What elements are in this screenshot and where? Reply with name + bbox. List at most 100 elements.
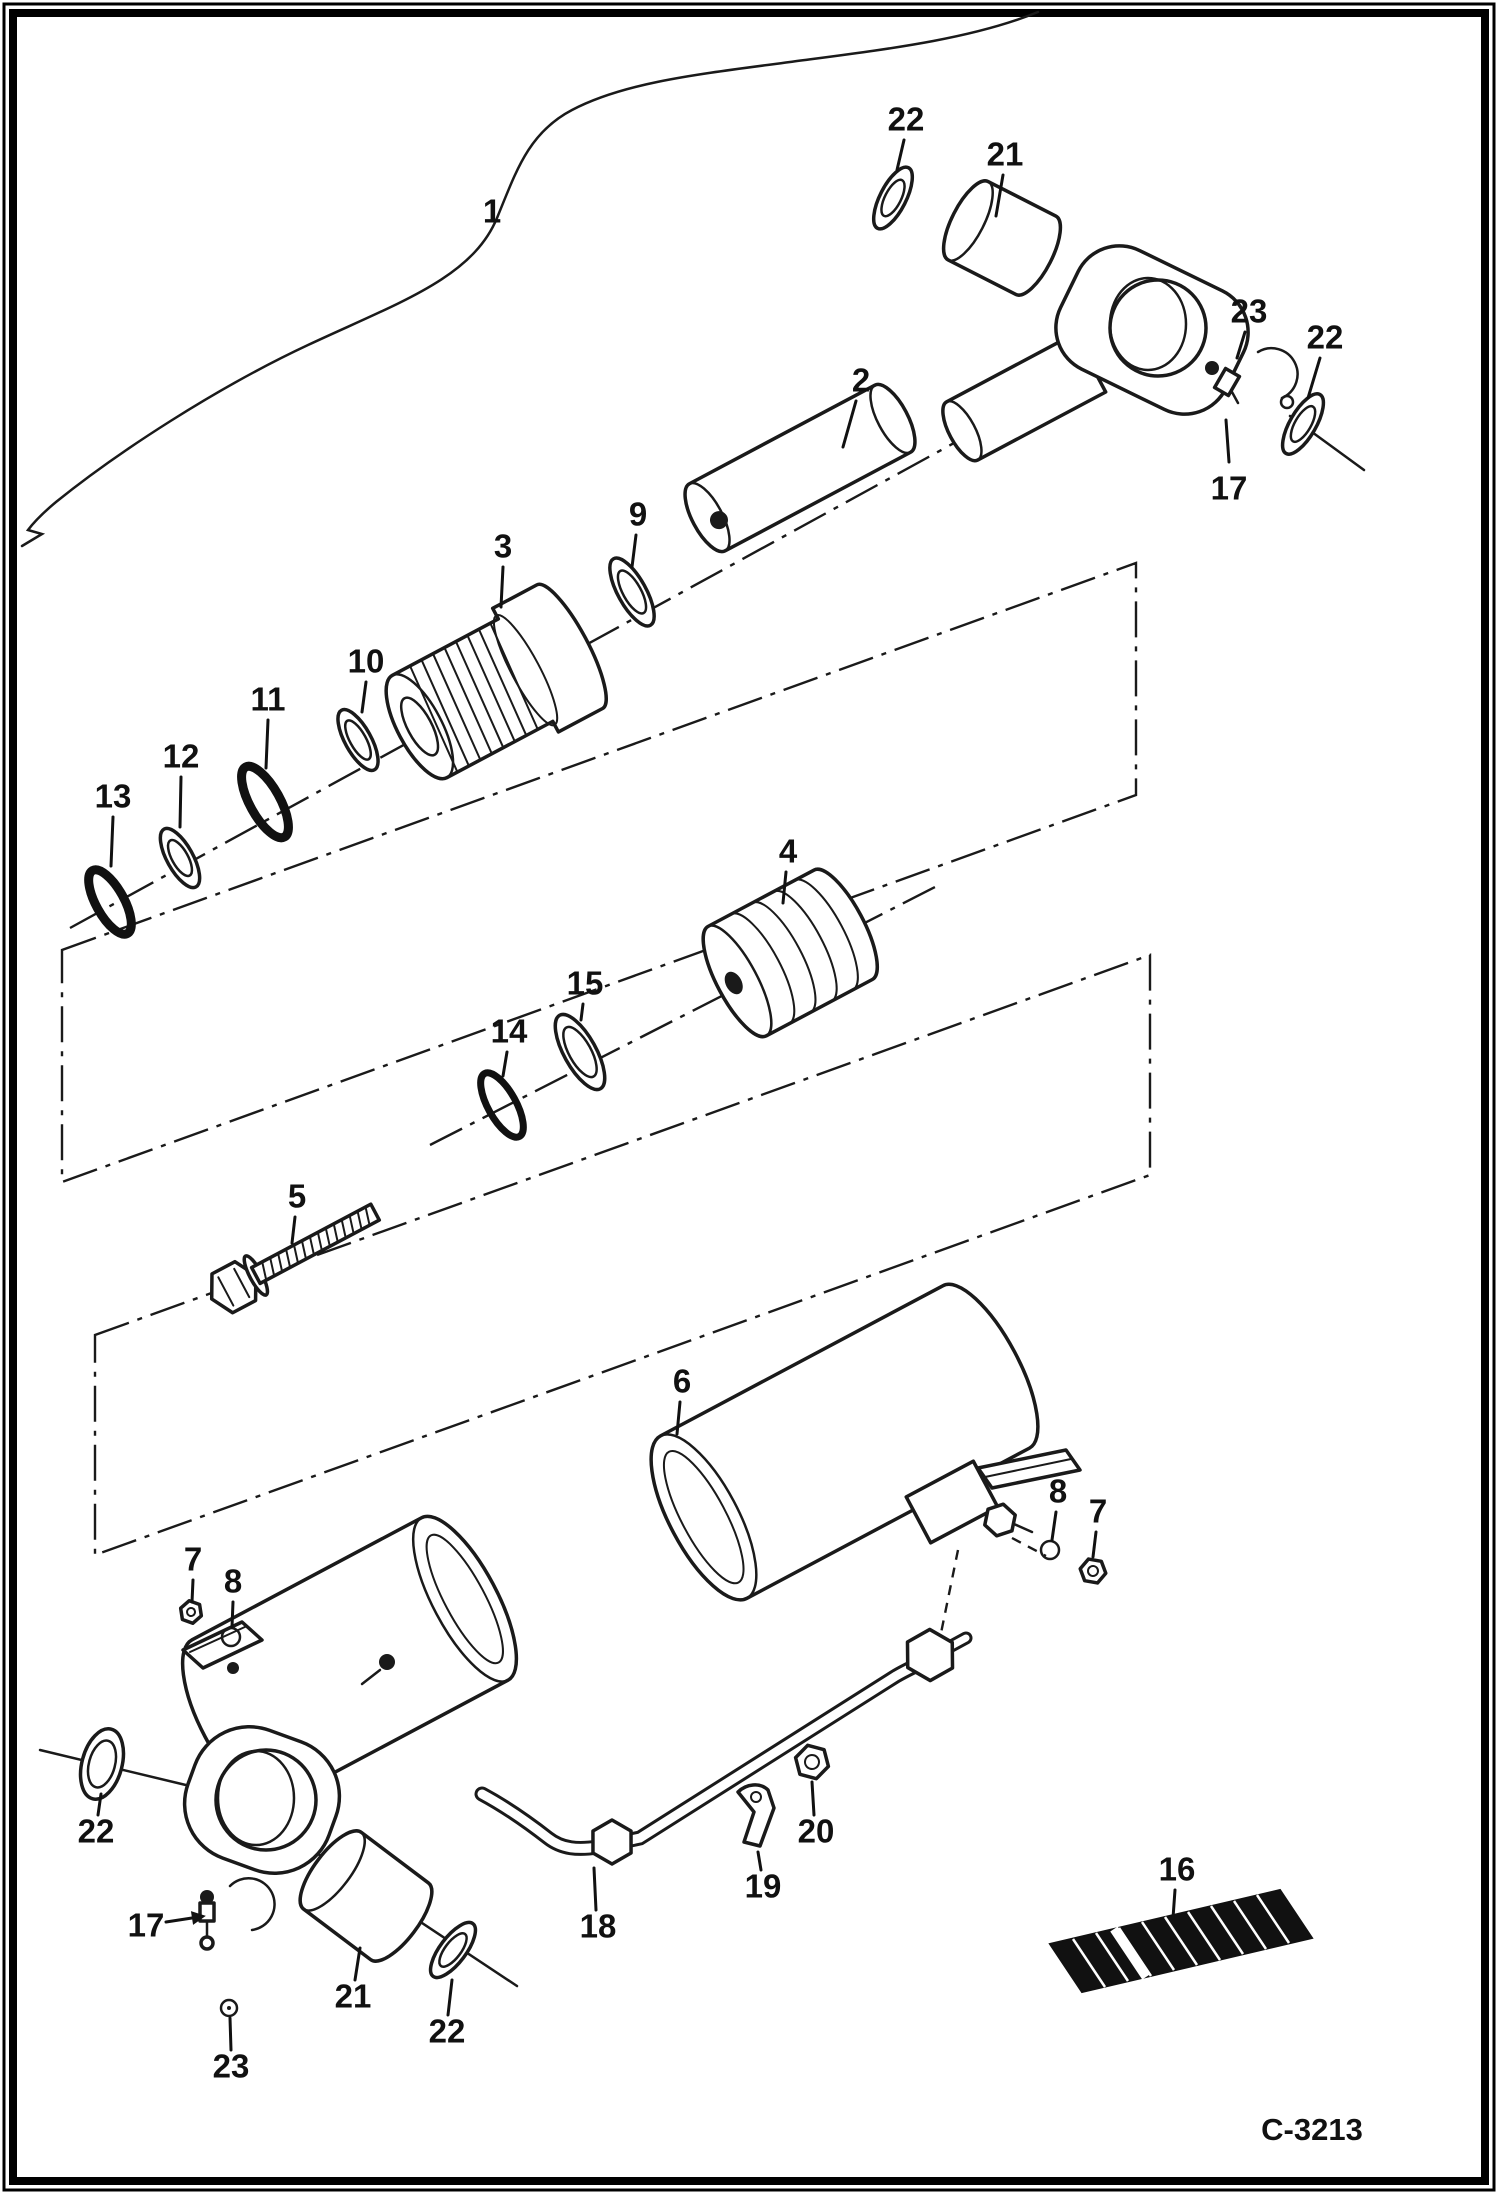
bolt-7-left bbox=[178, 1598, 204, 1626]
port-block bbox=[904, 1448, 1082, 1639]
callout-label-7: 7 bbox=[184, 1541, 202, 1578]
o-ring-11 bbox=[237, 761, 293, 843]
leader-line bbox=[592, 1866, 598, 1912]
grease-fitting-17-top bbox=[1205, 347, 1299, 410]
callout-label-16: 16 bbox=[1159, 1851, 1196, 1888]
decal-16 bbox=[1048, 1888, 1314, 1994]
leader-line bbox=[501, 1050, 509, 1078]
leader-line bbox=[579, 1002, 585, 1022]
callout-label-22: 22 bbox=[78, 1813, 115, 1850]
backup-ring-10 bbox=[336, 707, 380, 773]
clamp-19 bbox=[736, 1783, 776, 1848]
piston-ring-15 bbox=[553, 1012, 607, 1092]
drawing-code: C-3213 bbox=[1261, 2112, 1363, 2147]
leader-line bbox=[895, 138, 906, 172]
callout-label-22: 22 bbox=[429, 2013, 466, 2050]
hydraulic-tube-18 bbox=[474, 1627, 973, 1866]
callout-label-21: 21 bbox=[335, 1978, 372, 2015]
wear-ring-9 bbox=[608, 556, 656, 628]
callout-label-10: 10 bbox=[348, 643, 385, 680]
leader-line bbox=[353, 1946, 362, 1982]
leader-line bbox=[756, 1850, 763, 1872]
leader-line bbox=[360, 680, 368, 714]
leader-line bbox=[230, 1600, 235, 1629]
callout-label-23: 23 bbox=[1231, 293, 1268, 330]
callout-label-11: 11 bbox=[251, 681, 286, 718]
leader-line bbox=[499, 565, 505, 609]
leader-line bbox=[994, 173, 1005, 218]
callout-label-18: 18 bbox=[580, 1908, 617, 1945]
callout-label-2: 2 bbox=[852, 362, 870, 399]
body-plug bbox=[360, 1654, 395, 1686]
o-ring-14 bbox=[477, 1069, 527, 1141]
grease-fitting-17-bottom bbox=[198, 1876, 276, 1951]
piston-4 bbox=[701, 867, 879, 1039]
callout-label-23: 23 bbox=[213, 2048, 250, 2085]
ring-12 bbox=[158, 826, 202, 890]
callout-label-8: 8 bbox=[1049, 1473, 1067, 1510]
tube-nut-18 bbox=[591, 1818, 633, 1866]
clip-23-bottom bbox=[219, 1998, 239, 2018]
leader-line bbox=[190, 1578, 195, 1604]
leader-line bbox=[446, 1978, 454, 2017]
bolt-5 bbox=[209, 1202, 382, 1315]
o-ring-13 bbox=[84, 865, 136, 939]
callout-label-1: 1 bbox=[483, 193, 501, 230]
bolt-threads bbox=[261, 1205, 371, 1282]
leader-line bbox=[290, 1215, 297, 1245]
leader-line bbox=[810, 1780, 816, 1817]
callout-label-19: 19 bbox=[745, 1868, 782, 1905]
leader-line bbox=[1224, 418, 1231, 464]
leader-line bbox=[164, 1916, 194, 1924]
nut-7-right bbox=[1078, 1557, 1108, 1585]
piston-rod-2 bbox=[683, 382, 917, 554]
seal-22-right bbox=[1280, 392, 1326, 456]
eye-bore bbox=[214, 1748, 318, 1852]
retainer-clip bbox=[228, 1876, 276, 1932]
rod-stub bbox=[941, 331, 1108, 463]
bushing-21-bottom bbox=[298, 1829, 434, 1963]
leader-line bbox=[841, 399, 858, 449]
leader-line bbox=[1235, 330, 1247, 360]
callout-label-20: 20 bbox=[798, 1813, 835, 1850]
callout-label-6: 6 bbox=[673, 1363, 691, 1400]
bushing-21-top bbox=[941, 179, 1063, 297]
callout-label-9: 9 bbox=[629, 496, 647, 533]
callout-label-15: 15 bbox=[567, 965, 604, 1002]
callout-label-3: 3 bbox=[494, 528, 512, 565]
callout-label-12: 12 bbox=[163, 738, 200, 775]
leader-line bbox=[96, 1792, 103, 1817]
callout-label-17: 17 bbox=[1211, 470, 1248, 507]
leader-line bbox=[1091, 1530, 1098, 1559]
leader-line bbox=[675, 1400, 682, 1436]
leader-line bbox=[1050, 1510, 1058, 1542]
leader-line bbox=[264, 718, 270, 770]
rod-eye bbox=[941, 244, 1250, 463]
callout-label-14: 14 bbox=[491, 1013, 528, 1050]
frame-outline-curve bbox=[20, 10, 1040, 548]
seal-22-left bbox=[78, 1727, 126, 1801]
bracket-tab bbox=[976, 1448, 1082, 1490]
leader-line bbox=[781, 870, 788, 905]
reference-plane-upper bbox=[60, 561, 1138, 1184]
gland-3 bbox=[384, 582, 608, 781]
retainer-clip-23-top bbox=[1256, 347, 1299, 400]
seal-22-bottom bbox=[428, 1920, 478, 1980]
leader-line bbox=[109, 815, 115, 868]
nut-20 bbox=[793, 1743, 831, 1781]
callout-label-22: 22 bbox=[888, 101, 925, 138]
seal-22-top bbox=[871, 165, 915, 231]
leader-line bbox=[630, 533, 638, 569]
leader-line bbox=[228, 2016, 233, 2052]
cylinder-case-6 bbox=[649, 1282, 1040, 1602]
leader-arrowhead bbox=[190, 1911, 206, 1925]
port-plug-hex bbox=[983, 1502, 1017, 1538]
callout-label-7: 7 bbox=[1089, 1493, 1107, 1530]
callout-label-22: 22 bbox=[1307, 319, 1344, 356]
callout-label-4: 4 bbox=[779, 833, 798, 870]
tube-nut-upper bbox=[905, 1627, 955, 1683]
